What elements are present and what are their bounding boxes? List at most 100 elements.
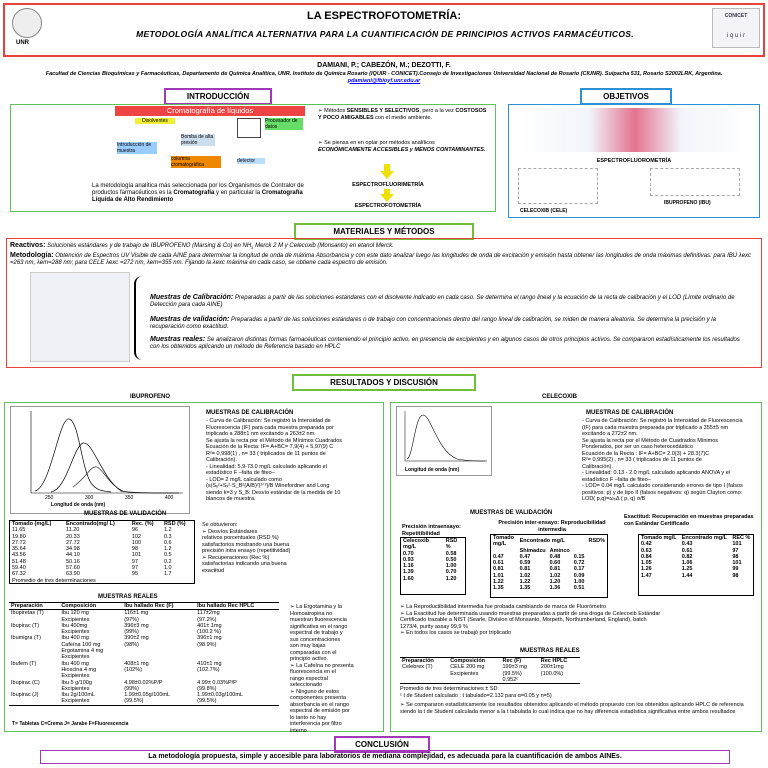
- table-cell: Ibu 400 mg: [61, 660, 89, 667]
- ibu-tick: 400: [165, 495, 174, 501]
- table-cell: 96: [131, 527, 139, 534]
- reales-text: Se analizaron distintas formas farmacéut…: [150, 337, 740, 350]
- table-cell: 1.2: [163, 546, 172, 553]
- table-cell: 0.84: [641, 553, 652, 560]
- table-cell: 0.61: [681, 547, 693, 554]
- table-row: Hioscina 4 mg(102%)(102.7%): [9, 667, 279, 673]
- ibu-real-note: fluorescencia en el: [290, 669, 336, 675]
- hplc-diagram: Cromatografía de líquidos Disolventes Bo…: [115, 106, 305, 170]
- table-row: 0.952ᶜ: [400, 677, 580, 684]
- cele-calib-line: excitando a 272±2 nm.: [582, 431, 638, 437]
- table-subheader: Shimadzu: [519, 547, 546, 554]
- intro-caption-b: Cromatografía: [173, 190, 215, 196]
- ibu-real-note: espectral de trabajo y: [290, 630, 343, 636]
- table-cell: Excipientes: [61, 685, 90, 692]
- table-cell: (99.5%): [502, 670, 522, 677]
- table-cell: 102: [131, 533, 142, 540]
- column-label: columna cromatográfica: [171, 156, 221, 168]
- ibu-real-note: significativa en el rango: [290, 623, 348, 630]
- injector-label: Introducción de muestra: [117, 142, 157, 154]
- table-cell: 199±3 mg: [502, 664, 527, 671]
- table-cell: 0.15: [573, 553, 585, 560]
- table-cell: (98%): [124, 641, 139, 648]
- table-subheader: Aminco: [549, 547, 570, 554]
- table-cell: 1.7: [163, 571, 172, 578]
- table-cell: (99.8%): [197, 685, 217, 692]
- table-cell: (99%): [124, 629, 139, 636]
- cele-xlabel: Longitud de onda (nm): [405, 467, 460, 473]
- cele-calib-line: Ecuación de la Recta : IF= A+BC= 2.0(3) …: [582, 450, 710, 457]
- ibu-spectrum-chart: 250 300 350 400 Longitud de onda (nm): [10, 406, 190, 514]
- table-cell: Celebrex (T): [402, 664, 433, 671]
- table-header: RSD (%): [163, 521, 186, 527]
- ibu-calib-line: - LOD= 2 mg/L calculado como: [206, 476, 282, 483]
- table-cell: 1.36: [549, 585, 561, 592]
- cele-intra-title: Precisión intraensayo: Repetitibilidad: [402, 524, 461, 537]
- metodologia: Metodología: Obtención de Espectros UV V…: [10, 252, 758, 267]
- conclusion-text: La metodología propuesta, simple y acces…: [148, 753, 622, 760]
- intro-spectro-2: ESPECTROFOTOMETRÍA: [354, 203, 422, 209]
- table-cell: Excipientes: [61, 629, 90, 636]
- table-row: Excipientes: [9, 654, 279, 660]
- table-cell: (99.5%): [124, 698, 144, 705]
- table-cell: 0.47: [493, 553, 504, 560]
- yellow-arrow-icon: [380, 171, 394, 179]
- table-cell: 1.20: [549, 579, 561, 586]
- ibu-real-note: ➢ La Ergotamina y la: [290, 604, 342, 610]
- table-cell: 396±3 mg: [124, 622, 149, 629]
- table-cell: (99.5%): [197, 698, 217, 705]
- ibu-valid-note: satisfactorios mostrando una buena: [202, 541, 290, 548]
- reactivos-sub: 3: [251, 245, 254, 251]
- table-cell: Excipientes: [450, 670, 479, 677]
- table-cell: 0.61: [493, 560, 504, 567]
- table-row: Excipientes(99%)(100.2 %): [9, 629, 279, 635]
- ibu-valid-table-box: Tomado (mg/L)Encontrado(mg/ L)Rec. (%)RS…: [9, 520, 195, 584]
- table-cell: 1.20: [445, 575, 457, 582]
- processor-label: Procesador de datos: [265, 118, 303, 130]
- email-link[interactable]: pdamiani@fbioyf.unr.edu.ar: [347, 77, 421, 84]
- cele-box: [390, 402, 762, 732]
- conclusion-header: CONCLUSIÓN: [334, 736, 430, 753]
- table-cell: 101: [732, 541, 742, 548]
- cele-valid-note: ➢ La Exactitud fue determinada usando mu…: [400, 610, 661, 617]
- validacion-text: Preparadas a partir de las soluciones es…: [150, 317, 716, 330]
- arrow-bullet-icon: ➢: [318, 140, 325, 146]
- table-cell: Excipientes: [61, 654, 90, 661]
- ibu-real-note: muestran fluorescencia: [290, 617, 347, 623]
- yellow-arrow-stem-1: [384, 164, 390, 172]
- intro-caption-a: La metodología analítica más seleccionad…: [92, 183, 304, 196]
- table-cell: Ibupirac (J): [11, 692, 39, 699]
- ibu-xlabel: Longitud de onda (nm): [51, 502, 106, 508]
- table-cell: Excipientes: [61, 698, 90, 705]
- intro-bullet-1-e: con el medio ambiente.: [373, 114, 433, 121]
- ibu-real-note: seleccionado: [290, 682, 323, 688]
- ibu-valid-note: satisfactorias indicando una buena: [202, 561, 287, 567]
- table-cell: Ergotamina 4 mg: [61, 648, 104, 655]
- cele-valid-note: 1273/4, purity assay 99,9 %: [400, 623, 468, 630]
- ibu-valid-table: Tomado (mg/L)Encontrado(mg/ L)Rec. (%)RS…: [10, 521, 194, 584]
- table-cell: 1.02: [549, 572, 561, 579]
- table-cell: (97.2%): [197, 616, 217, 623]
- table-cell: 117±2mg: [197, 610, 220, 617]
- cele-calib-line: - Curva de Calibración: Se registró la I…: [582, 418, 743, 424]
- table-cell: 0.17: [573, 566, 585, 573]
- ibu-calib-text: - Curva de Calibración: Se registró la I…: [206, 418, 381, 503]
- cele-real-footer-2: ᶜ t de Student calculado : t tabulado=2.…: [400, 693, 552, 699]
- table-row: Excipientes(97%)(97.2%): [9, 617, 279, 623]
- intro-caption: La metodología analítica más seleccionad…: [92, 183, 312, 204]
- ibuprofen-structure: [650, 168, 740, 196]
- ibu-valid-note: relativos porcentuales (RSD %): [202, 535, 279, 541]
- ibu-title: IBUPROFENO: [130, 394, 171, 400]
- ibu-calib-line: - Linealidad: 5,9-73.0 mg/L calculado ap…: [206, 463, 327, 470]
- results-header: RESULTADOS Y DISCUSIÓN: [292, 374, 476, 391]
- table-cell: Ibupirac (C): [11, 679, 40, 686]
- cele-calib-line: - LOD= 0.04 mg/L calculado considerando …: [582, 483, 743, 489]
